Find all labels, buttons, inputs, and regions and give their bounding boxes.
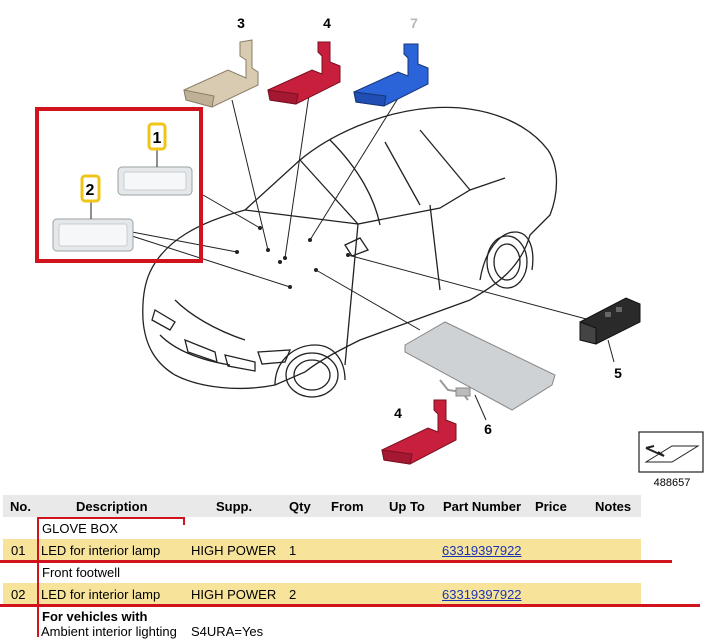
parts-table: No. Description Supp. Qty From Up To Par… xyxy=(0,495,715,639)
row-no: 02 xyxy=(11,587,26,602)
callout-6: 6 xyxy=(484,421,492,437)
row-supp: HIGH POWER xyxy=(191,587,277,602)
table-row[interactable]: 01 LED for interior lamp HIGH POWER 1 63… xyxy=(3,539,641,561)
callout-5: 5 xyxy=(614,365,622,381)
row-qty: 1 xyxy=(289,543,297,558)
row-description: LED for interior lamp xyxy=(41,543,161,558)
part-number-link[interactable]: 63319397922 xyxy=(442,587,522,602)
table-header: No. Description Supp. Qty From Up To Par… xyxy=(3,495,641,517)
parts-diagram: 1 2 3 4 7 5 6 4 xyxy=(35,15,704,489)
row-no: 01 xyxy=(11,543,26,558)
connector-3-beige[interactable] xyxy=(183,39,259,108)
row-qty: 2 xyxy=(289,587,297,602)
annotation-line-vertical xyxy=(37,517,39,637)
row-supp: S4URA=Yes xyxy=(191,624,264,639)
leader-dots xyxy=(235,226,350,289)
col-from: From xyxy=(331,499,364,514)
connector-4-red-top[interactable] xyxy=(267,41,341,105)
module-5-black[interactable] xyxy=(579,297,641,345)
plate-6-grey[interactable] xyxy=(404,321,556,411)
col-price: Price xyxy=(535,499,567,514)
annotation-line-top xyxy=(37,517,185,519)
col-upto: Up To xyxy=(389,499,425,514)
col-qty: Qty xyxy=(289,499,311,514)
callout-4-top: 4 xyxy=(323,15,331,31)
row-supp: HIGH POWER xyxy=(191,543,277,558)
row-description: LED for interior lamp xyxy=(41,587,161,602)
part-number-link[interactable]: 63319397922 xyxy=(442,543,522,558)
callout-2: 2 xyxy=(86,182,95,199)
group-heading: Front footwell xyxy=(42,565,121,580)
car-outline xyxy=(142,106,558,398)
highlight-box xyxy=(35,107,203,263)
callout-1: 1 xyxy=(153,130,162,147)
annotation-tick xyxy=(183,517,185,525)
col-no: No. xyxy=(10,499,31,514)
led-lamp-2[interactable] xyxy=(52,218,134,252)
col-part-number: Part Number xyxy=(443,499,522,514)
col-notes: Notes xyxy=(595,499,632,514)
group-heading: For vehicles with xyxy=(42,609,148,624)
callout-4-bottom: 4 xyxy=(394,405,402,421)
col-supp: Supp. xyxy=(216,499,253,514)
connector-7-blue[interactable] xyxy=(353,43,429,107)
table-row[interactable]: 02 LED for interior lamp HIGH POWER 2 63… xyxy=(3,583,641,605)
col-description: Description xyxy=(76,499,148,514)
leader-lines xyxy=(131,87,615,421)
callout-2-box xyxy=(80,174,101,203)
row-description: Ambient interior lighting xyxy=(41,624,177,639)
annotation-underline-2 xyxy=(0,604,700,607)
connector-4-red-bottom[interactable] xyxy=(381,399,457,465)
callout-1-box xyxy=(147,122,167,151)
group-heading: GLOVE BOX xyxy=(42,521,118,536)
led-lamp-1[interactable] xyxy=(117,166,193,196)
callout-3: 3 xyxy=(237,15,245,31)
callout-7: 7 xyxy=(410,15,418,31)
annotation-underline-1 xyxy=(0,560,672,563)
catalog-symbol xyxy=(638,431,704,473)
catalog-number: 488657 xyxy=(654,477,691,489)
